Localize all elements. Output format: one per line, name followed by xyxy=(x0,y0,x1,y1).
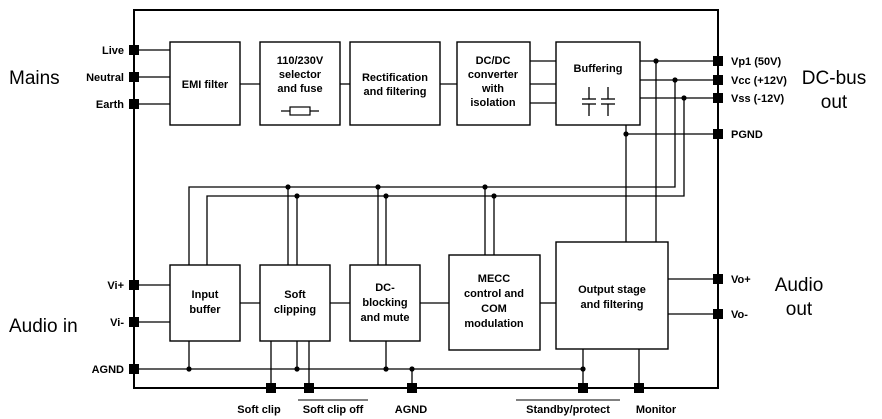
label-agnd-left: AGND xyxy=(92,364,124,376)
label-vi-minus: Vi- xyxy=(110,317,124,329)
group-audio-out-line-2: out xyxy=(786,299,813,320)
block-output-line-2: and filtering xyxy=(581,299,644,311)
label-soft-clip-off-group: Soft clip off xyxy=(298,399,368,416)
block-input-line-2: buffer xyxy=(189,304,221,316)
block-input-line-1: Input xyxy=(192,289,219,301)
group-dc-bus-line-1: DC-bus xyxy=(802,68,866,89)
pin-terminals xyxy=(129,45,723,393)
block-soft-clipping: Soft clipping xyxy=(259,264,331,342)
label-agnd-bottom: AGND xyxy=(395,404,427,416)
label-monitor: Monitor xyxy=(636,404,677,416)
block-softclip-line-1: Soft xyxy=(284,289,306,301)
label-vp1: Vp1 (50V) xyxy=(731,56,781,68)
wiring xyxy=(134,49,718,388)
pin-soft-clip xyxy=(266,383,276,393)
capacitor-icon xyxy=(582,87,615,116)
block-dcdc-line-2: converter xyxy=(468,69,519,81)
block-selector-fuse: 110/230V selector and fuse xyxy=(259,41,341,126)
block-rect-line-1: Rectification xyxy=(362,72,428,84)
fuse-icon xyxy=(281,106,319,116)
pin-standby xyxy=(578,383,588,393)
block-dcdc-line-1: DC/DC xyxy=(476,55,511,67)
pin-vss xyxy=(713,93,723,103)
block-buffering-line-1: Buffering xyxy=(574,63,623,75)
label-vi-plus: Vi+ xyxy=(107,280,124,292)
block-output-stage: Output stage and filtering xyxy=(555,241,669,350)
label-live: Live xyxy=(102,45,124,57)
pin-soft-clip-off xyxy=(304,383,314,393)
block-dc-blocking: DC- blocking and mute xyxy=(349,264,421,342)
pin-vcc xyxy=(713,75,723,85)
block-rectification: Rectification and filtering xyxy=(349,41,441,126)
pin-pgnd xyxy=(713,129,723,139)
label-standby: Standby/protect xyxy=(526,404,610,416)
label-neutral: Neutral xyxy=(86,72,124,84)
pin-agnd-left xyxy=(129,364,139,374)
block-mecc-line-1: MECC xyxy=(478,273,510,285)
block-dcdc-line-3: with xyxy=(481,83,504,95)
pin-neutral xyxy=(129,72,139,82)
block-selector-line-3: and fuse xyxy=(277,83,322,95)
label-vo-minus: Vo- xyxy=(731,309,748,321)
block-mecc-line-2: control and xyxy=(464,288,524,300)
pin-agnd-bottom xyxy=(407,383,417,393)
pin-vo-minus xyxy=(713,309,723,319)
label-vcc: Vcc (+12V) xyxy=(731,75,787,87)
group-audio-in: Audio in xyxy=(9,316,78,337)
block-dcblock-line-3: and mute xyxy=(361,312,410,324)
block-mecc-line-3: COM xyxy=(481,303,507,315)
label-earth: Earth xyxy=(96,99,124,111)
label-standby-group: Standby/protect xyxy=(516,399,620,416)
block-selector-line-1: 110/230V xyxy=(277,55,324,67)
block-dcdc-converter: DC/DC converter with isolation xyxy=(456,41,531,126)
block-dcblock-line-1: DC- xyxy=(375,282,395,294)
group-dc-bus-line-2: out xyxy=(821,92,848,113)
block-output-line-1: Output stage xyxy=(578,284,646,296)
block-input-buffer: Input buffer xyxy=(169,264,241,342)
block-mecc-line-4: modulation xyxy=(464,318,524,330)
block-dcblock-line-2: blocking xyxy=(362,297,407,309)
junction-dots xyxy=(186,58,687,372)
block-rect-line-2: and filtering xyxy=(364,86,427,98)
block-emi-filter-line-1: EMI filter xyxy=(182,79,229,91)
label-soft-clip: Soft clip xyxy=(237,404,281,416)
label-vo-plus: Vo+ xyxy=(731,274,751,286)
pin-earth xyxy=(129,99,139,109)
block-softclip-line-2: clipping xyxy=(274,304,316,316)
pin-live xyxy=(129,45,139,55)
label-vss: Vss (-12V) xyxy=(731,93,785,105)
block-emi-filter: EMI filter xyxy=(169,41,241,126)
group-audio-out-line-1: Audio xyxy=(775,275,824,296)
pin-vo-plus xyxy=(713,274,723,284)
label-pgnd: PGND xyxy=(731,129,763,141)
pin-vp1 xyxy=(713,56,723,66)
block-selector-line-2: selector xyxy=(279,69,322,81)
group-mains: Mains xyxy=(9,68,60,89)
pin-vi-minus xyxy=(129,317,139,327)
block-mecc: MECC control and COM modulation xyxy=(448,254,541,351)
block-buffering: Buffering xyxy=(555,41,641,126)
pin-vi-plus xyxy=(129,280,139,290)
pin-monitor xyxy=(634,383,644,393)
block-dcdc-line-4: isolation xyxy=(470,97,516,109)
label-soft-clip-off: Soft clip off xyxy=(303,404,364,416)
